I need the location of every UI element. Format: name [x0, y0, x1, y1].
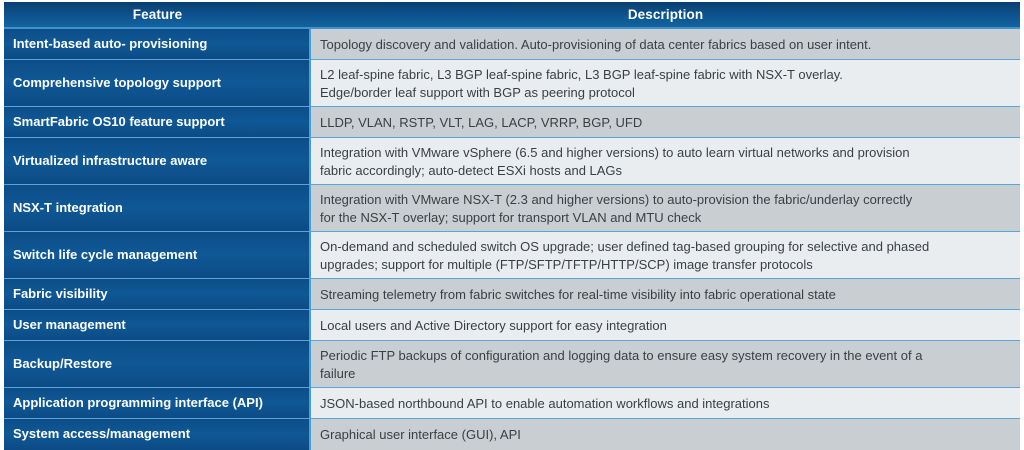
table-row: Application programming interface (API) …: [4, 388, 1020, 419]
column-header-feature: Feature: [132, 7, 183, 22]
description-line: Graphical user interface (GUI), API: [320, 427, 521, 443]
feature-cell: Fabric visibility: [4, 279, 311, 309]
table-header-row: Feature Description: [4, 2, 1020, 29]
feature-description-table: Feature Description Intent-based auto- p…: [4, 2, 1020, 450]
table-row: System access/management Graphical user …: [4, 419, 1020, 450]
feature-cell: Intent-based auto- provisioning: [4, 29, 311, 59]
description-line: Topology discovery and validation. Auto-…: [320, 36, 872, 52]
feature-cell: User management: [4, 310, 311, 340]
description-line: fabric accordingly; auto-detect ESXi hos…: [320, 162, 623, 178]
feature-cell: System access/management: [4, 419, 311, 450]
description-cell: Integration with VMware vSphere (6.5 and…: [311, 138, 1020, 184]
feature-cell: Virtualized infrastructure aware: [4, 138, 311, 184]
description-cell: Periodic FTP backups of configuration an…: [311, 341, 1020, 387]
description-cell: Integration with VMware NSX-T (2.3 and h…: [311, 185, 1020, 231]
description-line: L2 leaf-spine fabric, L3 BGP leaf-spine …: [320, 67, 843, 83]
description-line: Local users and Active Directory support…: [320, 317, 667, 333]
description-line: for the NSX-T overlay; support for trans…: [320, 209, 702, 225]
description-line: Streaming telemetry from fabric switches…: [320, 286, 836, 302]
feature-cell: Application programming interface (API): [4, 388, 311, 418]
table-row: Intent-based auto- provisioning Topology…: [4, 29, 1020, 60]
description-cell: L2 leaf-spine fabric, L3 BGP leaf-spine …: [311, 60, 1020, 106]
feature-cell: Comprehensive topology support: [4, 60, 311, 106]
table-row: Switch life cycle management On-demand a…: [4, 232, 1020, 279]
column-header-description: Description: [627, 7, 704, 22]
table-row: User management Local users and Active D…: [4, 310, 1020, 341]
table-row: Fabric visibility Streaming telemetry fr…: [4, 279, 1020, 310]
description-cell: JSON-based northbound API to enable auto…: [311, 388, 1020, 418]
description-cell: Graphical user interface (GUI), API: [311, 419, 1020, 450]
table-row: Backup/Restore Periodic FTP backups of c…: [4, 341, 1020, 388]
description-cell: On-demand and scheduled switch OS upgrad…: [311, 232, 1020, 278]
table-row: SmartFabric OS10 feature support LLDP, V…: [4, 107, 1020, 138]
description-cell: Topology discovery and validation. Auto-…: [311, 29, 1020, 59]
feature-cell: Switch life cycle management: [4, 232, 311, 278]
description-line: Integration with VMware NSX-T (2.3 and h…: [320, 192, 913, 208]
description-cell: LLDP, VLAN, RSTP, VLT, LAG, LACP, VRRP, …: [311, 107, 1020, 137]
description-line: LLDP, VLAN, RSTP, VLT, LAG, LACP, VRRP, …: [320, 114, 643, 130]
description-line: On-demand and scheduled switch OS upgrad…: [320, 239, 930, 255]
feature-cell: Backup/Restore: [4, 341, 311, 387]
description-line: Integration with VMware vSphere (6.5 and…: [320, 145, 910, 161]
table-row: Comprehensive topology support L2 leaf-s…: [4, 60, 1020, 107]
description-line: Edge/border leaf support with BGP as pee…: [320, 84, 635, 100]
description-line: JSON-based northbound API to enable auto…: [320, 395, 770, 411]
description-line: Periodic FTP backups of configuration an…: [320, 348, 923, 364]
table-row: NSX-T integration Integration with VMwar…: [4, 185, 1020, 232]
feature-cell: SmartFabric OS10 feature support: [4, 107, 311, 137]
description-line: failure: [320, 365, 356, 381]
description-line: upgrades; support for multiple (FTP/SFTP…: [320, 256, 813, 272]
feature-cell: NSX-T integration: [4, 185, 311, 231]
description-cell: Streaming telemetry from fabric switches…: [311, 279, 1020, 309]
description-cell: Local users and Active Directory support…: [311, 310, 1020, 340]
table-row: Virtualized infrastructure aware Integra…: [4, 138, 1020, 185]
